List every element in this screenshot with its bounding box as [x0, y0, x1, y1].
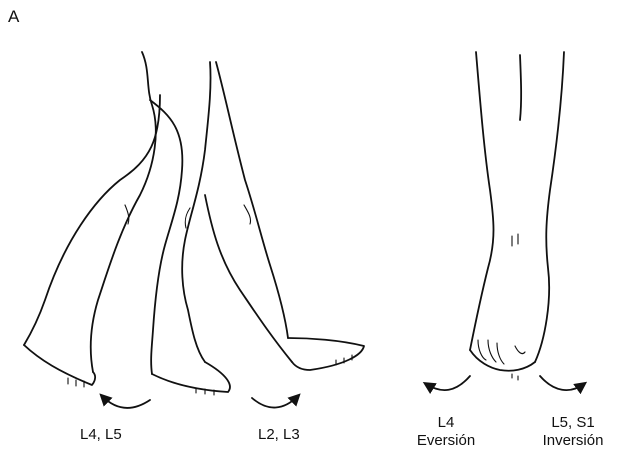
label-eversion-root: L4: [416, 414, 476, 432]
label-eversion-text: Eversión: [416, 432, 476, 450]
arrow-right-l2l3: [252, 396, 298, 408]
arrow-inversion: [540, 376, 584, 390]
arrow-left-l4l5: [102, 396, 150, 408]
label-inversion: L5, S1 Inversión: [534, 414, 612, 450]
label-inversion-root: L5, S1: [534, 414, 612, 432]
label-eversion: L4 Eversión: [416, 414, 476, 450]
label-l2-l3: L2, L3: [258, 426, 300, 444]
walking-legs-drawing: [24, 52, 364, 395]
label-inversion-text: Inversión: [534, 432, 612, 450]
label-l4-l5: L4, L5: [80, 426, 122, 444]
panel-letter: A: [8, 8, 19, 26]
arrow-eversion: [426, 376, 470, 390]
foot-front-view-drawing: [470, 52, 564, 380]
